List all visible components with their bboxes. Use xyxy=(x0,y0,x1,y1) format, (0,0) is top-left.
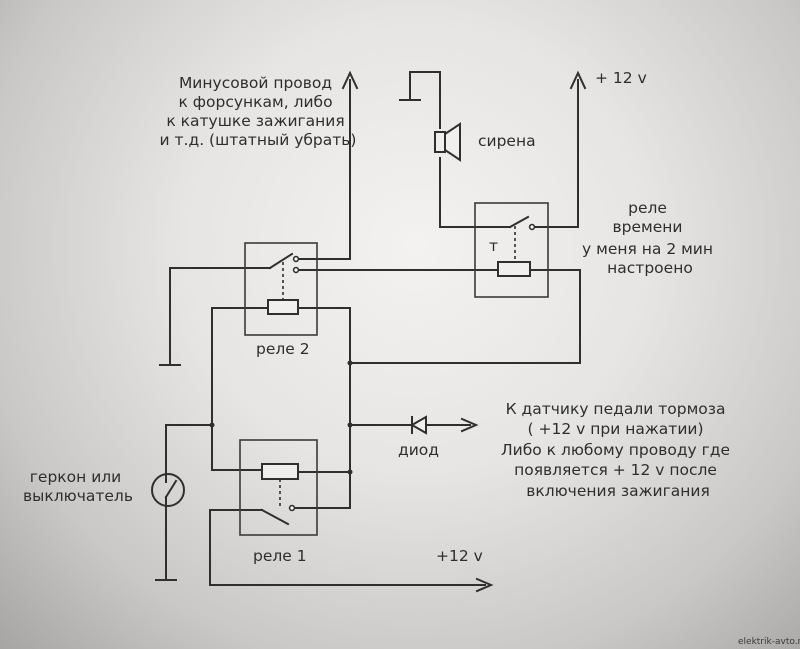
junction-dot xyxy=(209,422,215,428)
siren-body xyxy=(434,131,446,153)
timer-coil xyxy=(497,261,531,277)
wire-reed-top xyxy=(165,424,213,475)
wire-plus12-top xyxy=(531,79,579,228)
junctions xyxy=(209,360,353,475)
relay-1 xyxy=(239,439,318,536)
plus12-top-label: + 12 v xyxy=(595,69,647,87)
timer-relay xyxy=(474,202,549,298)
wire-minus-output xyxy=(295,79,351,260)
watermark: elektrik-avto.ru xyxy=(738,637,800,647)
junction-dot xyxy=(347,422,353,428)
reed-blade xyxy=(164,479,178,499)
siren-label: сирена xyxy=(478,132,536,150)
diode-triangle xyxy=(409,415,427,435)
wire-timer-to-siren xyxy=(439,157,511,228)
siren xyxy=(434,122,461,162)
relay1-switch-blade xyxy=(260,508,290,526)
relay2-coil xyxy=(267,299,299,315)
diode xyxy=(409,415,427,435)
relay2-switch-blade xyxy=(268,252,294,270)
minus-wire-label: Минусовой провод к форсункам, либо к кат… xyxy=(160,74,357,149)
relay2-contact-nc xyxy=(292,266,300,274)
relay1-coil xyxy=(261,463,299,480)
relay2-contact-no xyxy=(292,255,300,263)
wire-plus12-bottom xyxy=(209,509,486,586)
diode-label: диод xyxy=(398,441,439,459)
wire-left-bus xyxy=(211,307,269,471)
arrow-brake-sensor xyxy=(460,417,479,433)
wire-siren-ground xyxy=(409,71,441,129)
timer-relay-label: реле времени у меня на 2 мин настроено xyxy=(582,199,718,277)
arrow-minus-output xyxy=(341,70,359,90)
relay2-box xyxy=(244,242,318,336)
timer-contact xyxy=(528,223,536,231)
reed-switch-circle xyxy=(151,473,185,507)
relay1-box xyxy=(239,439,318,536)
junction-dot xyxy=(347,469,353,475)
relay1-label: реле 1 xyxy=(253,547,307,565)
arrow-plus12-bottom xyxy=(475,577,494,593)
wire-timer-coil-return xyxy=(349,269,581,364)
brake-sensor-label: К датчику педали тормоза ( +12 v при наж… xyxy=(501,400,735,500)
relay-2 xyxy=(244,242,318,336)
plus12-bottom-label: +12 v xyxy=(436,547,483,565)
reed-switch xyxy=(151,473,185,507)
reed-switch-label: геркон или выключатель xyxy=(23,468,133,505)
siren-horn-icon xyxy=(444,122,461,162)
relay1-contact xyxy=(288,504,296,512)
junction-dot xyxy=(347,360,353,366)
timer-switch-blade xyxy=(508,215,530,229)
arrow-plus12-top xyxy=(569,70,587,90)
timer-relay-box xyxy=(474,202,549,298)
relay2-label: реле 2 xyxy=(256,340,310,358)
timer-symbol: т xyxy=(489,237,498,255)
wire-relay2-ground xyxy=(169,267,271,366)
